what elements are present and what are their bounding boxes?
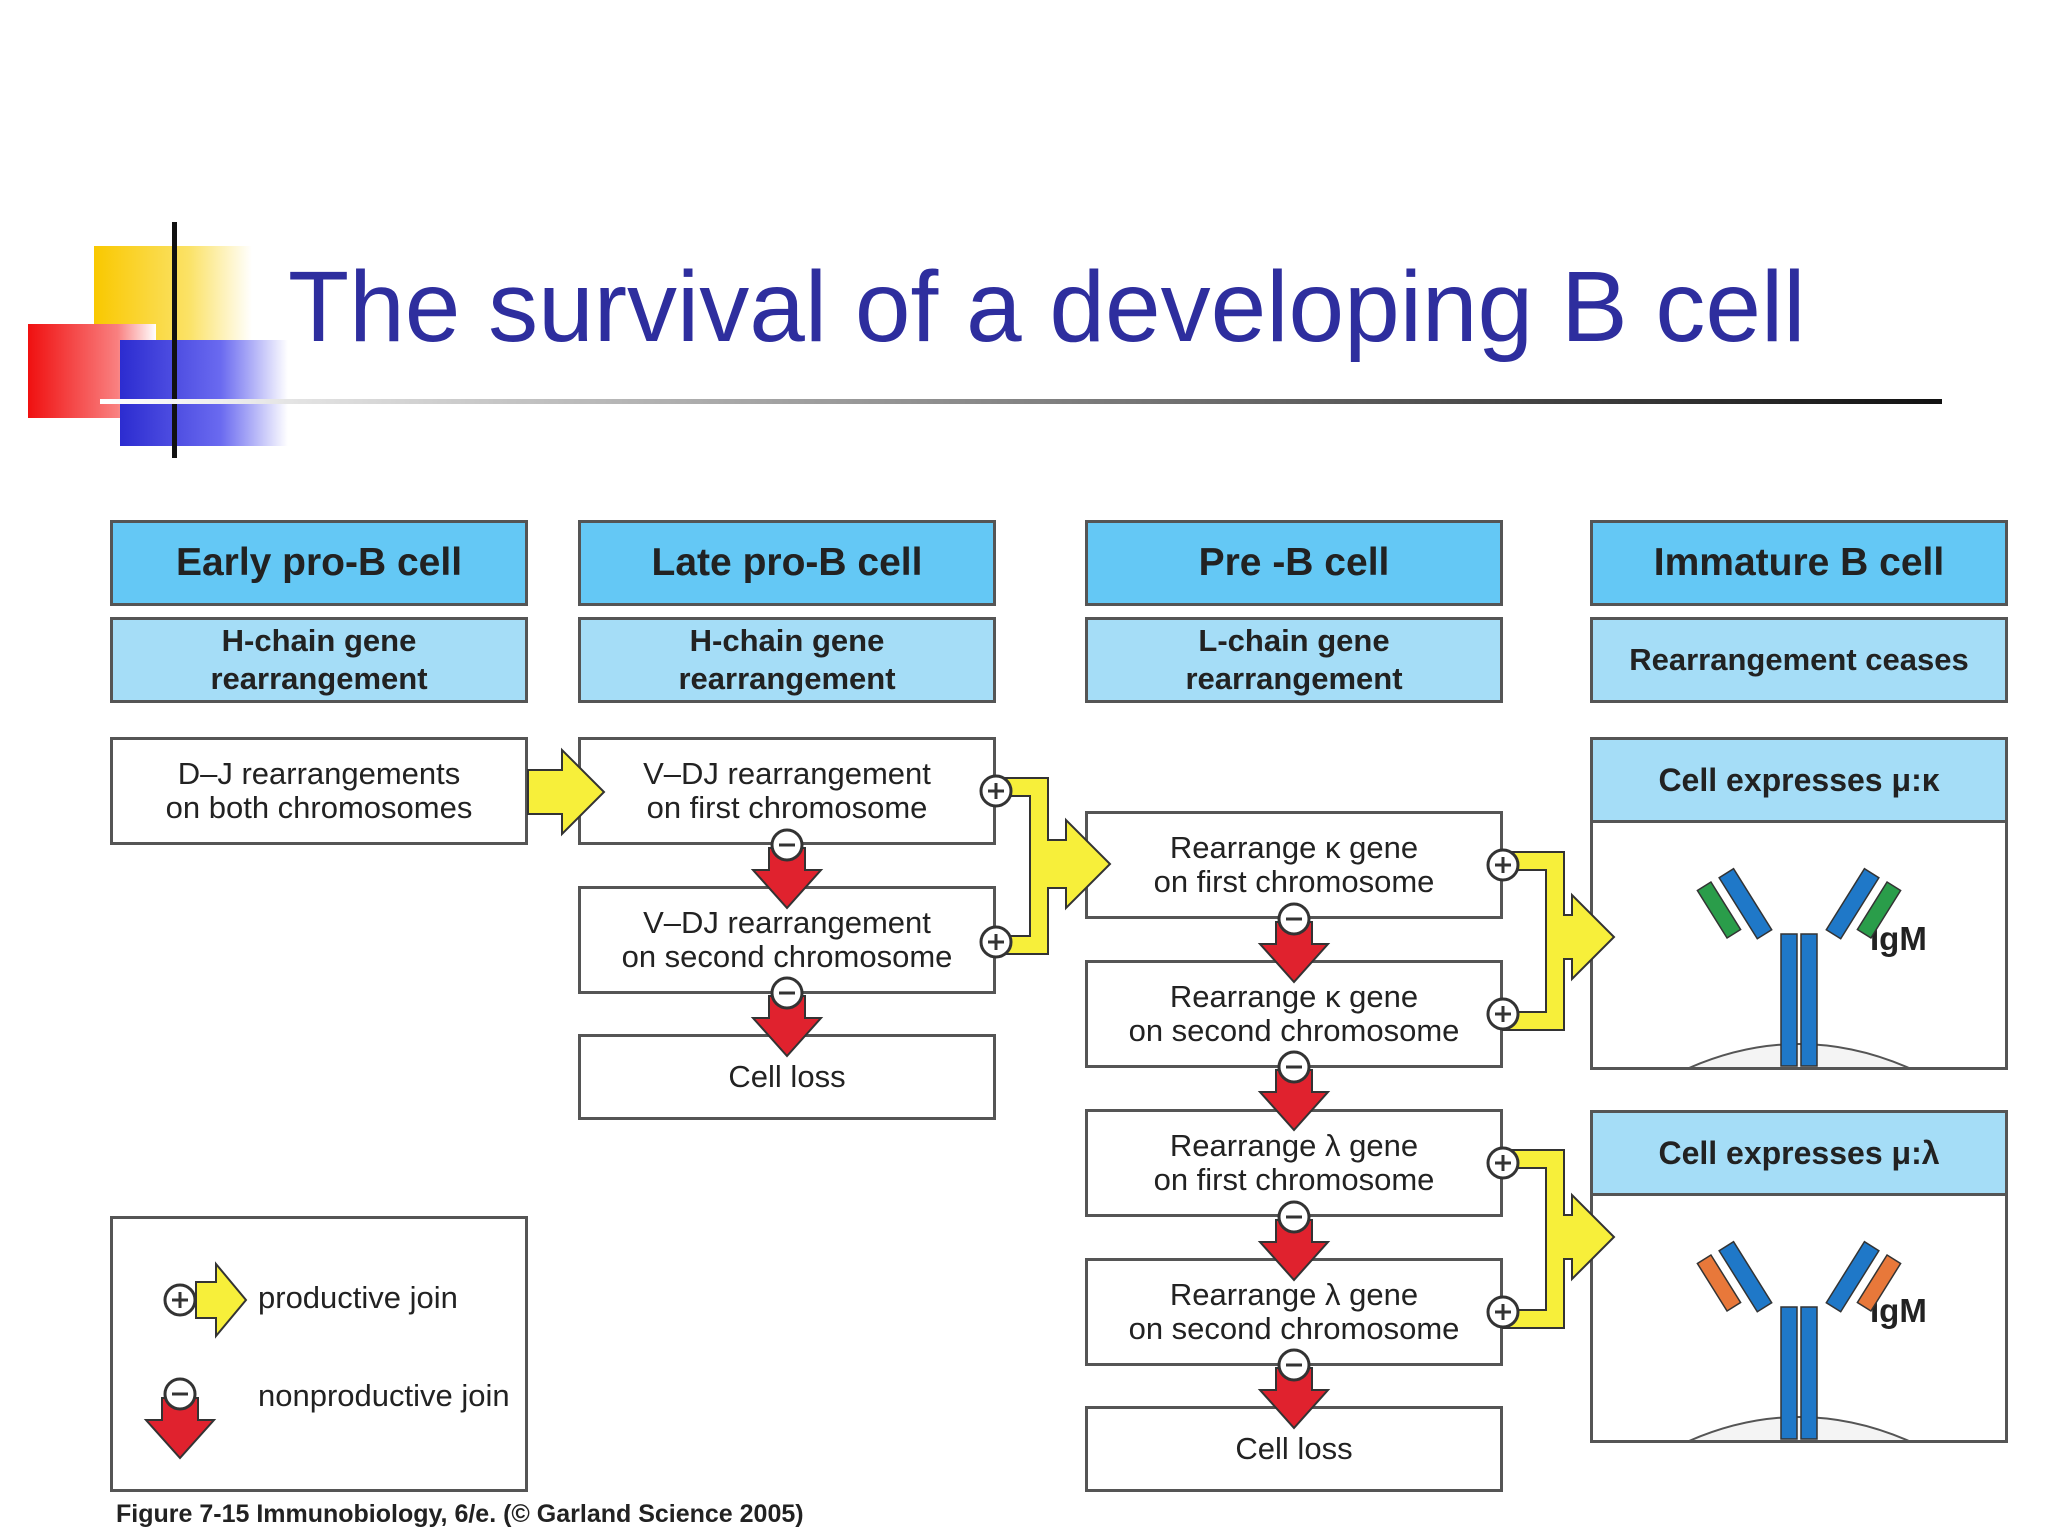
stage-header-early-pro-b: Early pro-B cell xyxy=(110,520,528,606)
outcome-panel-mu-lambda xyxy=(1590,1193,2008,1443)
step-line: D–J rearrangements xyxy=(177,756,461,791)
outcome-panel-mu-kappa xyxy=(1590,820,2008,1070)
step-line: Rearrange κ gene xyxy=(1169,830,1419,865)
igm-label-lambda: IgM xyxy=(1870,1292,1927,1329)
title-logo-decoration xyxy=(0,0,300,460)
step-line: Rearrange λ gene xyxy=(1169,1277,1419,1312)
step-line: on second chromosome xyxy=(1128,1311,1460,1346)
logo-vertical-line xyxy=(172,222,177,458)
step-line: on first chromosome xyxy=(1153,864,1435,899)
step-line: on first chromosome xyxy=(646,790,928,825)
stage-process-pre-b: L-chain gene rearrangement xyxy=(1085,617,1503,703)
stage-header-late-pro-b: Late pro-B cell xyxy=(578,520,996,606)
outcome-header-mu-kappa: Cell expresses μ:κ xyxy=(1590,737,2008,823)
step-late-cell-loss: Cell loss xyxy=(578,1034,996,1120)
legend-productive-label: productive join xyxy=(258,1280,458,1315)
stage-process-late-pro-b: H-chain gene rearrangement xyxy=(578,617,996,703)
stage-header-pre-b: Pre -B cell xyxy=(1085,520,1503,606)
step-line: on second chromosome xyxy=(1128,1013,1460,1048)
slide-title: The survival of a developing B cell xyxy=(288,251,1806,363)
stage-process-early-pro-b: H-chain gene rearrangement xyxy=(110,617,528,703)
legend-nonproductive-label: nonproductive join xyxy=(258,1378,510,1413)
logo-blue-square xyxy=(120,340,288,446)
step-line: V–DJ rearrangement xyxy=(643,905,931,940)
step-line: on first chromosome xyxy=(1153,1162,1435,1197)
figure-caption: Figure 7-15 Immunobiology, 6/e. (© Garla… xyxy=(116,1500,804,1528)
title-underline xyxy=(100,399,1942,404)
legend-box xyxy=(110,1216,528,1492)
step-line: Rearrange λ gene xyxy=(1169,1128,1419,1163)
stage-header-immature-b: Immature B cell xyxy=(1590,520,2008,606)
step-pre-cell-loss: Cell loss xyxy=(1085,1406,1503,1492)
step-line: on both chromosomes xyxy=(165,790,473,825)
step-line: on second chromosome xyxy=(621,939,953,974)
stage-process-immature-b: Rearrangement ceases xyxy=(1590,617,2008,703)
step-line: Rearrange κ gene xyxy=(1169,979,1419,1014)
step-line: V–DJ rearrangement xyxy=(643,756,931,791)
igm-label-kappa: IgM xyxy=(1870,920,1927,957)
outcome-header-mu-lambda: Cell expresses μ:λ xyxy=(1590,1110,2008,1196)
